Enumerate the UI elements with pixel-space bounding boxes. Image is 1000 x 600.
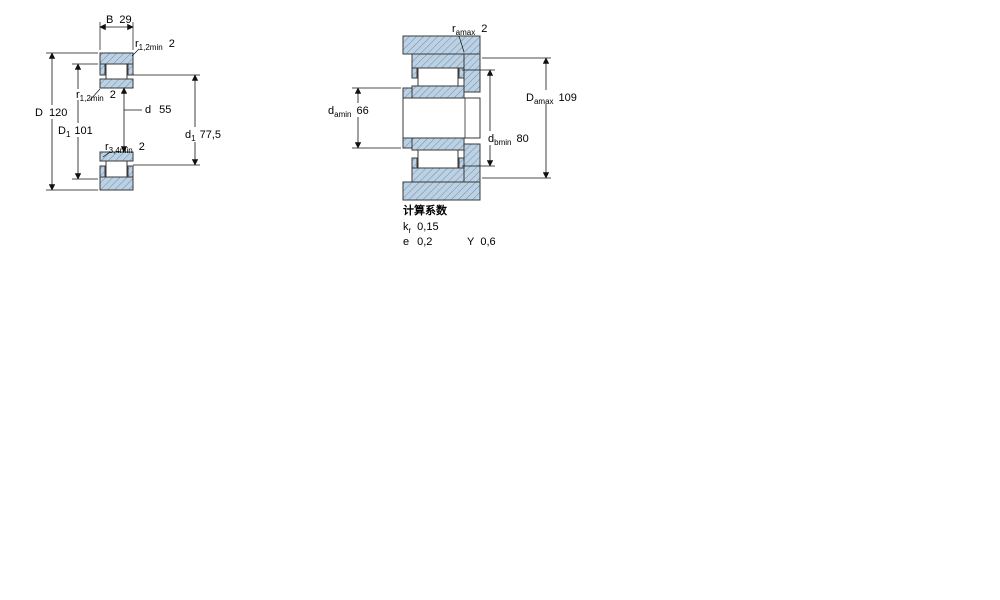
right-top-outer-ring: [411, 53, 465, 69]
housing-band-bottom: [402, 181, 481, 201]
right-bottom-outer-lip-left: [411, 157, 418, 169]
left-top-outer-lip-right: [127, 63, 134, 76]
right-bottom-roller: [417, 149, 459, 169]
right-bottom-inner-ring: [411, 137, 465, 151]
right-view-mounted-section: [402, 35, 481, 201]
right-bottom-outer-ring: [411, 167, 465, 183]
shaft-shoulder-top: [402, 87, 413, 99]
left-bottom-roller: [105, 160, 128, 178]
right-bottom-outer-lip-right: [458, 157, 465, 169]
left-top-inner-ring: [99, 78, 134, 89]
right-top-roller: [417, 67, 459, 87]
housing-shoulder-bottom: [463, 143, 481, 183]
left-bottom-outer-ring: [99, 176, 134, 191]
housing-band-top: [402, 35, 481, 55]
left-top-roller: [105, 63, 128, 80]
right-top-outer-lip-left: [411, 67, 418, 79]
housing-shoulder-top: [463, 53, 481, 93]
left-view-cross-section: [99, 52, 134, 191]
left-top-outer-lip-left: [99, 63, 106, 76]
left-bottom-outer-lip-left: [99, 165, 106, 178]
shaft-shoulder-bottom: [402, 137, 413, 149]
shaft: [402, 97, 481, 139]
calculation-factors-heading: 计算系数: [403, 203, 448, 217]
left-bottom-outer-lip-right: [127, 165, 134, 178]
right-top-outer-lip-right: [458, 67, 465, 79]
right-top-inner-ring: [411, 85, 465, 99]
left-top-outer-ring: [99, 52, 134, 65]
